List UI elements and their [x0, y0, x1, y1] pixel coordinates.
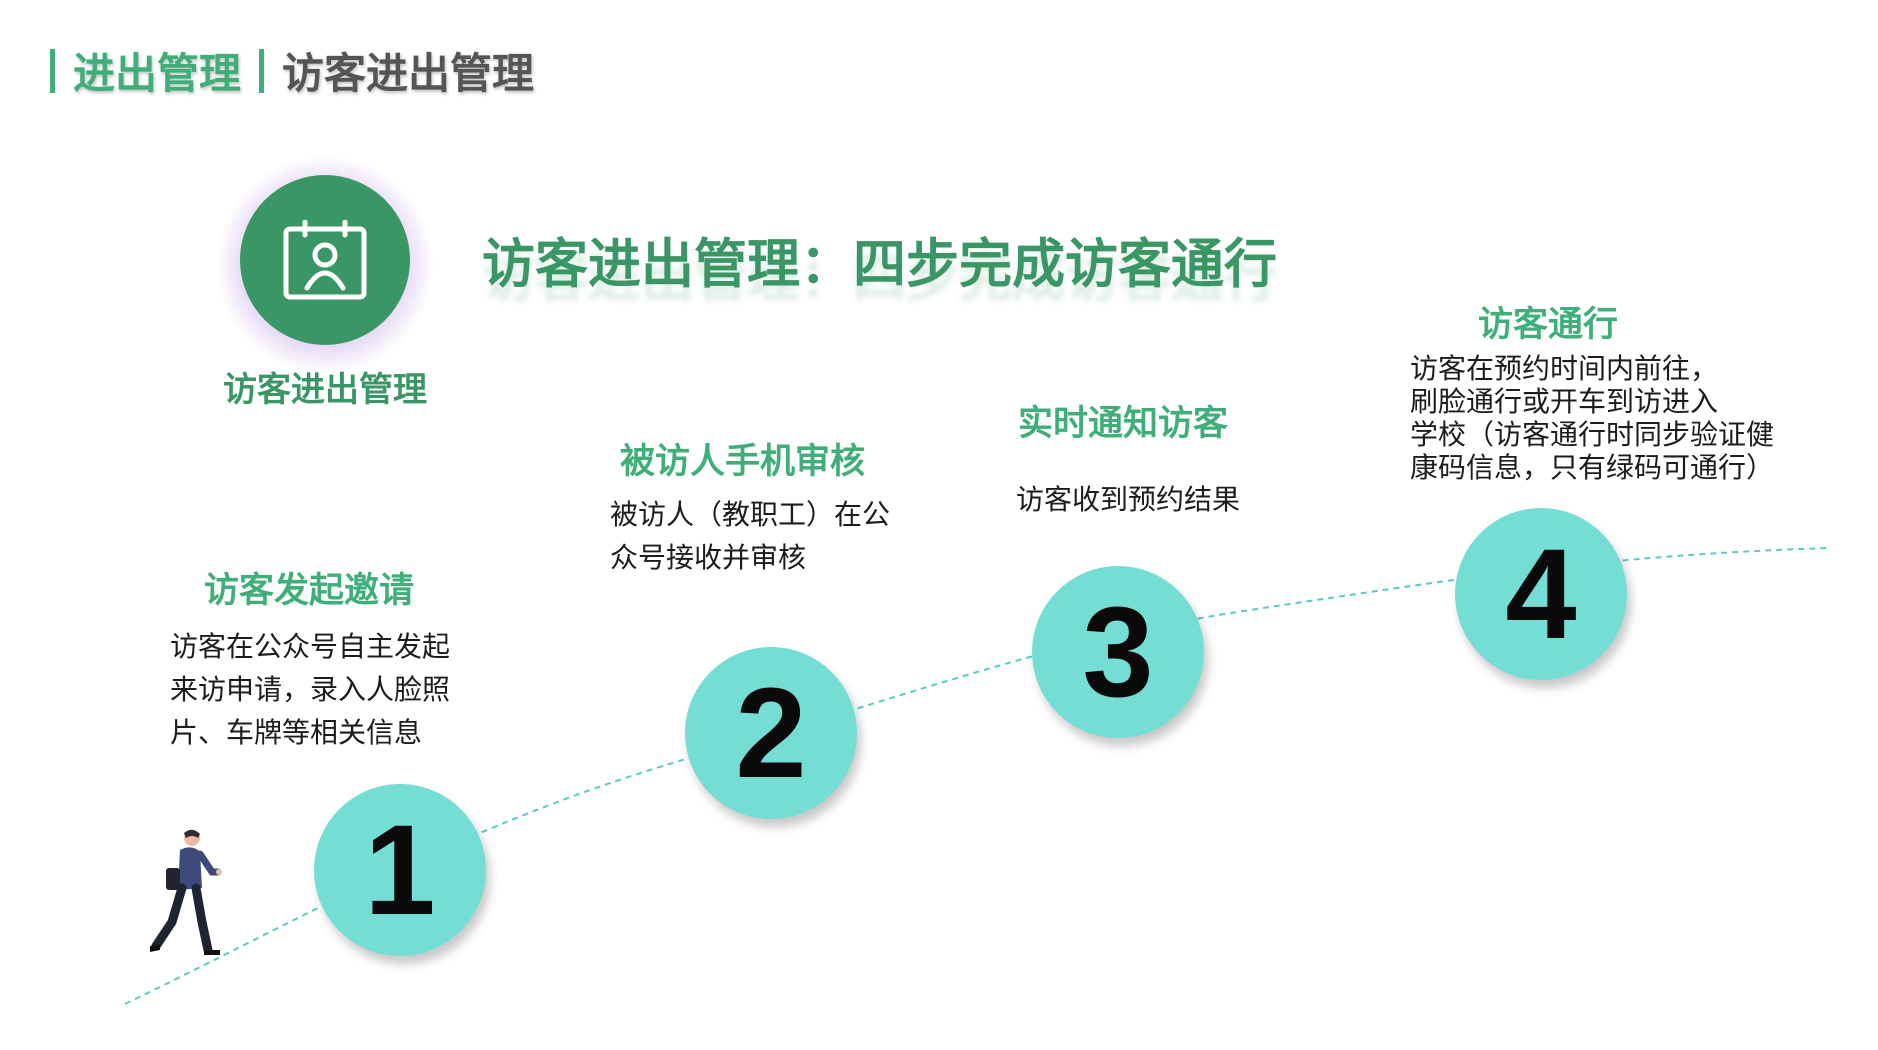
breadcrumb-section: 进出管理: [73, 49, 242, 98]
breadcrumb-divider: [259, 48, 265, 93]
step-4-desc-line: 学校（访客通行时同步验证健: [1410, 418, 1775, 451]
step-1-title: 访客发起邀请: [204, 571, 415, 611]
step-1-desc-line: 访客在公众号自主发起: [170, 630, 451, 663]
calendar-person-icon: [283, 220, 367, 300]
step-2-number: 2: [685, 647, 857, 819]
step-1-desc-line: 来访申请，录入人脸照: [170, 673, 451, 706]
badge-label: 访客进出管理: [223, 370, 427, 410]
walking-person-illustration: [150, 829, 222, 955]
step-2-description: 被访人（教职工）在公 众号接收并审核: [610, 493, 930, 579]
step-1-desc-line: 片、车牌等相关信息: [170, 716, 423, 749]
step-3-number: 3: [1032, 566, 1204, 738]
step-4-desc-line: 访客在预约时间内前往，: [1410, 352, 1719, 385]
step-3-title: 实时通知访客: [1018, 404, 1229, 444]
step-1-description: 访客在公众号自主发起 来访申请，录入人脸照 片、车牌等相关信息: [170, 625, 470, 754]
badge-circle: [240, 175, 410, 345]
step-4-desc-line: 刷脸通行或开车到访进入: [1410, 385, 1719, 418]
step-3-desc-line: 访客收到预约结果: [1016, 483, 1241, 516]
main-title: 访客进出管理：四步完成访客通行: [482, 234, 1277, 295]
breadcrumb-bar-left: [50, 48, 55, 93]
breadcrumb: 进出管理 访客进出管理: [50, 40, 534, 101]
step-2-desc-line: 被访人（教职工）在公: [610, 498, 891, 531]
step-3-description: 访客收到预约结果: [1016, 478, 1316, 521]
step-4-desc-line: 康码信息，只有绿码可通行）: [1410, 451, 1775, 484]
step-1-number: 1: [314, 784, 486, 956]
step-2-desc-line: 众号接收并审核: [610, 541, 807, 574]
step-4-description: 访客在预约时间内前往， 刷脸通行或开车到访进入 学校（访客通行时同步验证健 康码…: [1410, 352, 1810, 484]
step-2-title: 被访人手机审核: [620, 442, 866, 482]
breadcrumb-page: 访客进出管理: [282, 49, 535, 98]
step-4-number: 4: [1455, 508, 1627, 680]
step-4-title: 访客通行: [1478, 305, 1619, 345]
